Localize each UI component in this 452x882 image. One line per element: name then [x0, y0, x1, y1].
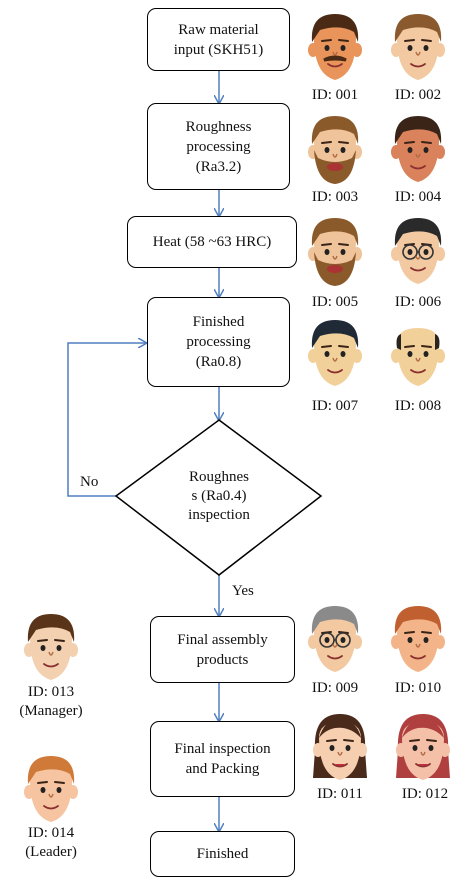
step-final-assembly: Final assembly products — [150, 616, 295, 683]
arrow-no-loop — [67, 343, 146, 497]
step-roughness-processing: Roughness processing (Ra3.2) — [147, 103, 290, 190]
worker-avatar-icon — [308, 606, 362, 672]
worker-id-label: ID: 010 — [394, 680, 442, 696]
step-final-inspection: Final inspection and Packing — [150, 721, 295, 797]
worker-avatar-icon — [308, 116, 362, 184]
worker-avatar-icon — [391, 606, 445, 672]
worker-id-label: ID: 008 — [394, 398, 442, 414]
branch-yes-label: Yes — [232, 583, 254, 599]
worker-id-label: ID: 005 — [311, 294, 359, 310]
worker-id-label: ID: 007 — [311, 398, 359, 414]
step-finished: Finished — [150, 831, 295, 877]
worker-avatar-icon — [391, 14, 445, 80]
worker-avatar-icon — [313, 714, 367, 780]
worker-avatar-icon — [308, 14, 362, 80]
branch-no-label: No — [80, 474, 99, 490]
worker-avatar-icon — [391, 328, 445, 386]
step-raw-material: Raw material input (SKH51) — [147, 8, 290, 71]
inspection-diamond — [114, 419, 323, 576]
worker-avatar-icon — [391, 116, 445, 182]
worker-id-label: ID: 001 — [311, 87, 359, 103]
worker-id-label: ID: 004 — [394, 189, 442, 205]
step-heat: Heat (58 ~63 HRC) — [127, 216, 297, 268]
worker-avatar-icon — [308, 320, 362, 386]
step-finished-processing: Finished processing (Ra0.8) — [147, 297, 290, 387]
worker-id-label: ID: 006 — [394, 294, 442, 310]
worker-avatar-icon — [396, 714, 450, 780]
worker-avatar-icon — [391, 218, 445, 284]
worker-id-label: ID: 009 — [311, 680, 359, 696]
worker-id-label: ID: 003 — [311, 189, 359, 205]
manager-id-label: ID: 014 (Leader) — [25, 825, 77, 860]
manager-avatar-icon — [24, 614, 78, 680]
manager-id-label: ID: 013 (Manager) — [19, 684, 83, 719]
worker-avatar-icon — [308, 218, 362, 286]
worker-id-label: ID: 012 — [401, 786, 449, 802]
manager-avatar-icon — [24, 756, 78, 822]
step-inspection-label: Roughnes s (Ra0.4) inspection — [188, 469, 250, 523]
worker-id-label: ID: 011 — [317, 786, 363, 802]
worker-id-label: ID: 002 — [394, 87, 442, 103]
